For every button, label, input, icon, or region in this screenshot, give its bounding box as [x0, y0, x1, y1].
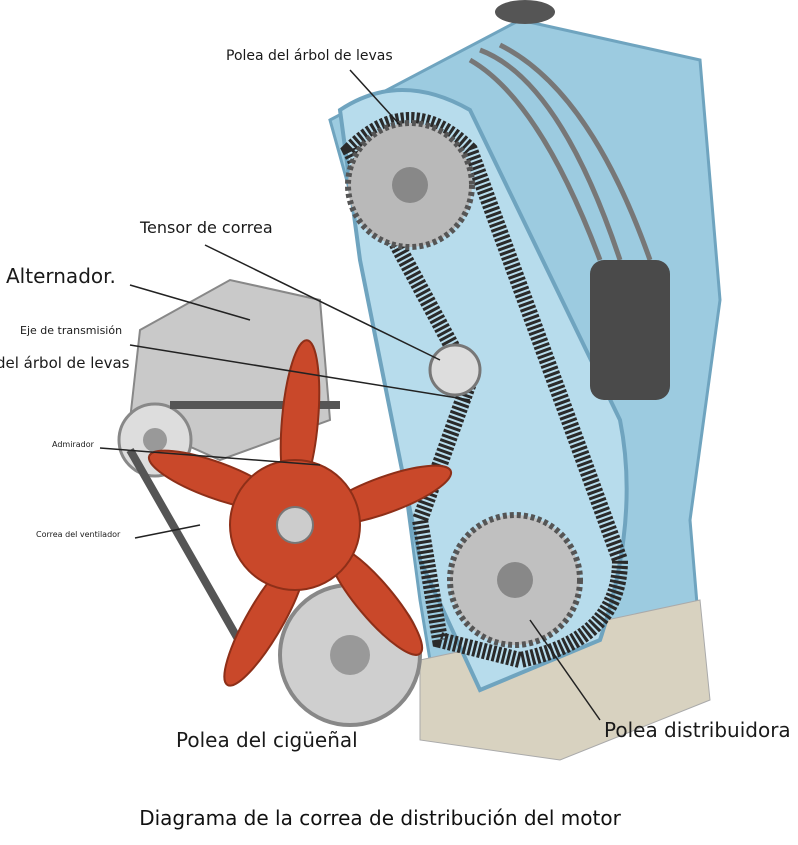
oil-cap [495, 0, 555, 24]
label-fan: Admirador [52, 440, 94, 449]
label-fan-belt: Correa del ventilador [36, 530, 121, 539]
crankshaft-hub [330, 635, 370, 675]
label-belt-tensioner: Tensor de correa [140, 218, 273, 237]
label-alternator: Alternador. [6, 264, 116, 288]
fan [147, 339, 453, 687]
label-camshaft-pulley: Polea del árbol de levas [226, 48, 393, 64]
oil-pan [419, 599, 711, 761]
belt-tensioner [428, 343, 482, 397]
distributor [590, 260, 670, 400]
label-drive-shaft-line2: del árbol de levas [0, 354, 130, 372]
label-drive-shaft-line1: Eje de transmisión [20, 324, 123, 337]
camshaft-hub [392, 167, 428, 203]
leader-lines [99, 69, 601, 721]
alternator-hub [143, 428, 167, 452]
distributor-hub [497, 562, 533, 598]
spark-plug-wires [468, 42, 653, 261]
timing-belt [340, 112, 629, 669]
label-crankshaft-pulley: Polea del cigüeñal [176, 728, 358, 752]
diagram-caption: Diagrama de la correa de distribución de… [139, 806, 621, 830]
label-distributor-pulley: Polea distribuidora [604, 718, 791, 742]
